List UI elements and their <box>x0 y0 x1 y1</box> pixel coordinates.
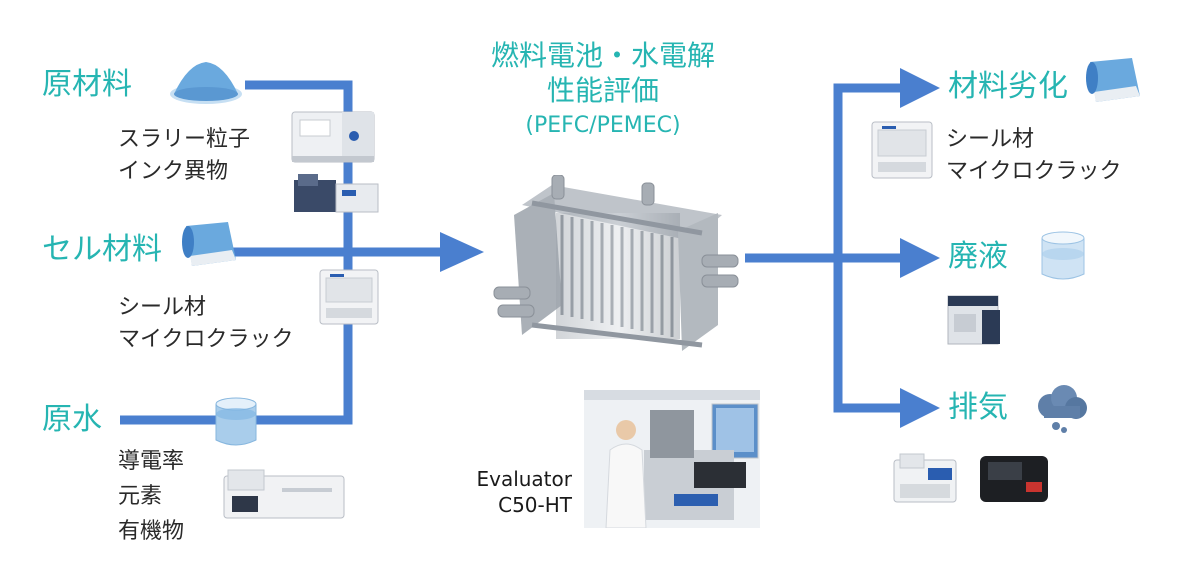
note-seal-out: シール材 <box>946 127 1035 152</box>
title-line2: 性能評価 <box>546 74 659 107</box>
cell-material-notes: シール材 マイクロクラック <box>118 292 294 356</box>
note-organics: 有機物 <box>118 519 185 545</box>
input-arrowhead <box>440 232 484 272</box>
note-seal: シール材 <box>118 295 207 320</box>
caption-line1: Evaluator <box>476 467 572 491</box>
film-roll-icon <box>182 222 236 266</box>
raw-water-label: 原水 <box>42 402 102 437</box>
waste-beaker-icon <box>1041 231 1085 280</box>
exhaust-label: 排気 <box>948 390 1008 425</box>
seal-analyzer-icon-right <box>871 121 933 179</box>
degradation-label: 材料劣化 <box>948 69 1068 104</box>
icp-instrument-icon <box>223 469 345 519</box>
raw-material-notes: スラリー粒子 インク異物 <box>118 124 250 188</box>
degradation-arrowhead <box>900 68 940 108</box>
title-line3: (PEFC/PEMEC) <box>525 113 681 138</box>
gas-cloud-icon <box>1038 385 1087 433</box>
portable-gas-meter-icon <box>980 456 1048 502</box>
main-title: 燃料電池・水電解 性能評価 (PEFC/PEMEC) <box>478 38 728 140</box>
waste-arrowhead <box>900 238 940 278</box>
gas-analyzer-icon <box>893 453 957 503</box>
note-elements: 元素 <box>118 484 163 510</box>
evaluator-photo <box>584 390 760 528</box>
exhaust-arrowhead <box>900 388 940 428</box>
raw-water-notes: 導電率 元素 有機物 <box>118 444 184 550</box>
water-beaker-icon <box>215 397 257 446</box>
cell-material-label: セル材料 <box>42 232 162 267</box>
degradation-notes: シール材 マイクロクラック <box>946 124 1122 188</box>
waste-liquid-label: 廃液 <box>948 239 1008 274</box>
note-conductivity: 導電率 <box>118 449 185 474</box>
powder-icon <box>170 62 242 104</box>
raw-material-label: 原材料 <box>42 67 132 102</box>
microscope-icon <box>294 174 379 213</box>
note-microcrack-out: マイクロクラック <box>946 158 1122 184</box>
note-ink: インク異物 <box>118 158 229 184</box>
fuel-cell-stack-icon <box>493 175 739 351</box>
photo-caption: Evaluator C50-HT <box>452 466 572 518</box>
note-microcrack: マイクロクラック <box>118 326 294 352</box>
output-branch-line <box>833 83 905 413</box>
waste-analyzer-icon <box>947 295 1000 345</box>
particle-analyzer-icon <box>291 111 375 163</box>
title-line1: 燃料電池・水電解 <box>490 39 715 72</box>
film-roll-icon-right <box>1086 58 1140 102</box>
note-slurry: スラリー粒子 <box>118 127 251 152</box>
seal-analyzer-icon <box>319 269 379 325</box>
caption-line2: C50-HT <box>498 493 572 517</box>
